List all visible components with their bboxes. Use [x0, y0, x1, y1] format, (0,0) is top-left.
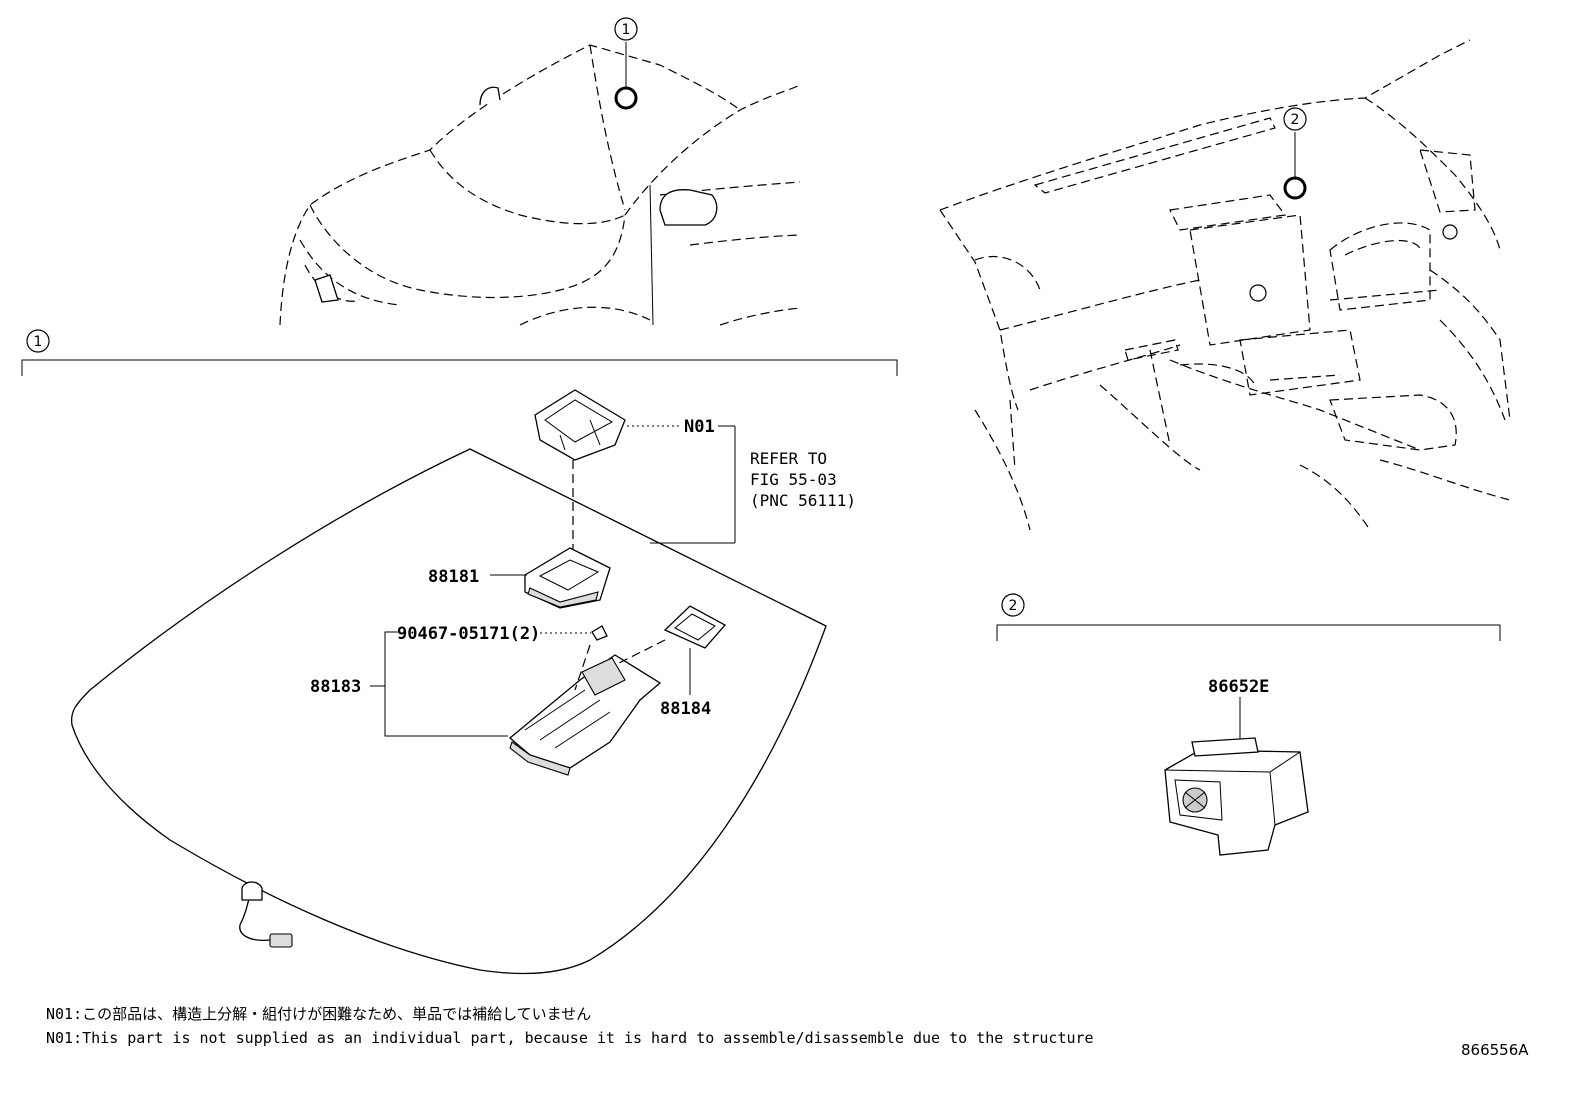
label-86652e: 86652E — [1208, 677, 1269, 697]
note-english: N01:This part is not supplied as an indi… — [46, 1029, 1094, 1047]
section-2-callout: 2 — [1009, 598, 1018, 614]
label-88183: 88183 — [310, 677, 361, 697]
label-n01: N01 — [684, 417, 715, 437]
callout-1-top-label: 1 — [622, 22, 631, 38]
section-1-callout: 1 — [34, 334, 43, 350]
section-1: 1 N01 REFER TO FIG 55-03 (PNC 56111) — [21, 329, 898, 975]
part-88181-camera — [524, 547, 611, 609]
part-88184-bracket — [663, 605, 727, 649]
part-90467-clip — [591, 625, 608, 641]
dashboard-interior-view: 2 — [939, 39, 1511, 531]
refer-line-1: REFER TO — [750, 449, 827, 468]
label-88181: 88181 — [428, 567, 479, 587]
label-88184: 88184 — [660, 699, 711, 719]
label-90467: 90467-05171(2) — [397, 624, 540, 644]
part-n01-bracket — [534, 389, 626, 461]
windshield-glass — [70, 448, 827, 975]
refer-line-3: (PNC 56111) — [750, 491, 856, 510]
callout-2-top-label: 2 — [1291, 112, 1300, 128]
car-exterior-view: 1 — [279, 17, 801, 326]
part-86652e-module — [1164, 737, 1309, 856]
refer-line-2: FIG 55-03 — [750, 470, 837, 489]
figure-id: 866556A — [1461, 1041, 1529, 1059]
note-japanese: N01:この部品は、構造上分解・組付けが困難なため、単品では補給していません — [46, 1005, 591, 1023]
part-88183-cover — [508, 654, 662, 776]
section-2: 2 86652E — [996, 593, 1501, 856]
